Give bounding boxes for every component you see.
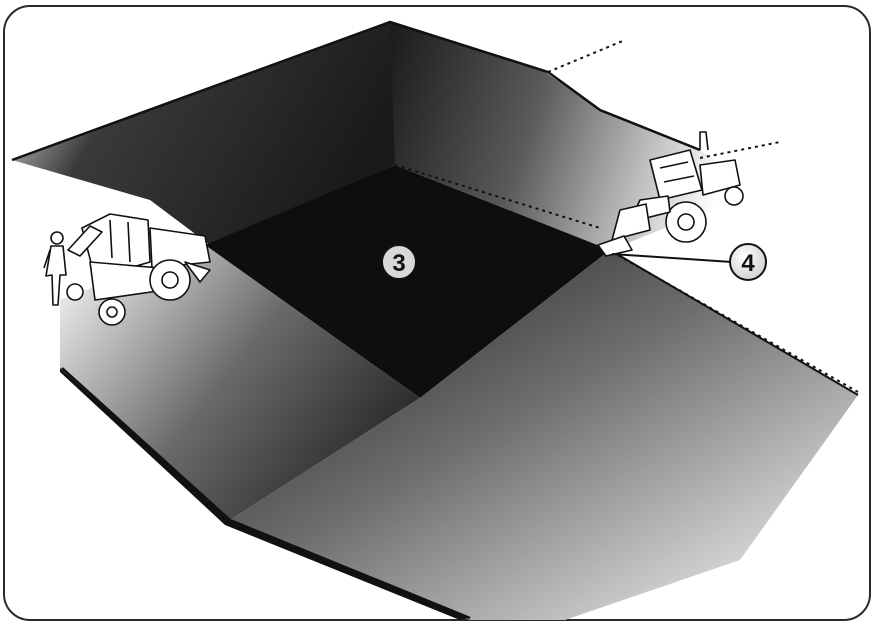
tractor-with-plow-icon (597, 131, 744, 257)
callout-badge-4: 4 (729, 243, 767, 281)
field-bottom-edge (61, 367, 471, 620)
callout-4-leader (611, 253, 733, 263)
tractor-with-trencher-icon (43, 213, 211, 326)
operator-figure-icon (43, 231, 67, 306)
dotted-line-center (394, 164, 601, 229)
dotted-guides (394, 39, 859, 393)
plowed-area (205, 165, 610, 398)
callout-badge-3: 3 (381, 244, 417, 280)
field-upper-left (12, 22, 395, 245)
callout-4-number: 4 (741, 250, 755, 277)
field-lower-left (60, 245, 420, 520)
callout-3-number: 3 (392, 250, 405, 277)
field-right-edge (609, 249, 859, 396)
dotted-line-diagonal (599, 244, 859, 393)
field-lower-right (230, 250, 858, 620)
